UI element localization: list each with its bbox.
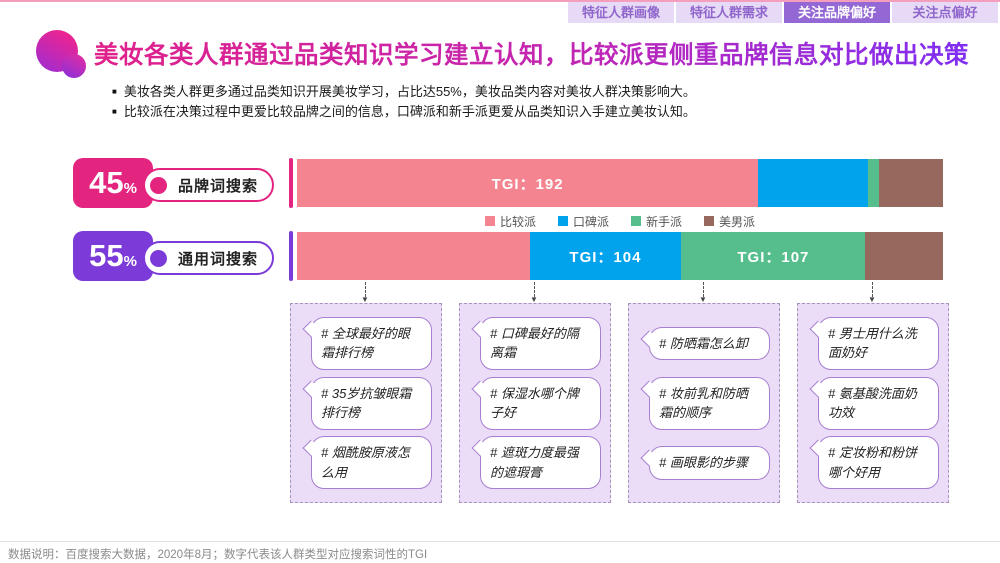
bar-axis: [289, 231, 293, 281]
bar-segment-新手派: TGI：107: [681, 232, 866, 280]
tab-2-active[interactable]: 关注品牌偏好: [784, 2, 890, 23]
bar-segment-比较派: [297, 232, 530, 280]
summary-bullets: 美妆各类人群更多通过品类知识开展美妆学习，占比达55%，美妆品类内容对美妆人群决…: [112, 82, 696, 122]
row-label: 通用词搜索: [178, 250, 259, 268]
hashtag-box-3: # 男士用什么洗面奶好 # 氨基酸洗面奶功效 # 定妆粉和粉饼哪个好用: [797, 303, 949, 503]
bullet-dot-icon: [147, 246, 170, 270]
hashtag-box-0: # 全球最好的眼霜排行榜 # 35岁抗皱眼霜排行榜 # 烟酰胺原液怎么用: [290, 303, 442, 503]
share-unit: %: [123, 179, 137, 197]
legend: 比较派 口碑派 新手派 美男派: [297, 211, 943, 231]
share-badge: 55 %: [73, 231, 153, 281]
hashtag-bubble: # 烟酰胺原液怎么用: [311, 436, 432, 490]
legend-swatch-icon: [631, 216, 641, 226]
hashtag-box-2: # 防晒霜怎么卸 # 妆前乳和防晒霜的顺序 # 画眼影的步骤: [628, 303, 780, 503]
legend-swatch-icon: [704, 216, 715, 226]
legend-item-口碑派: 口碑派: [557, 213, 609, 230]
hashtag-bubble: # 妆前乳和防晒霜的顺序: [649, 376, 770, 430]
connector-arrow-icon: [361, 282, 369, 304]
hashtag-bubble: # 口碑最好的隔离霜: [480, 316, 601, 370]
bar-segment-口碑派: TGI：104: [529, 232, 682, 280]
top-accent-line: [0, 0, 1000, 2]
connector-arrow-icon: [699, 282, 707, 304]
stacked-bar-brand-words: TGI：192: [297, 159, 943, 207]
legend-label: 美男派: [719, 214, 756, 229]
hashtag-bubble: # 氨基酸洗面奶功效: [818, 376, 939, 430]
legend-item-美男派: 美男派: [704, 213, 755, 230]
bar-segment-美男派: [879, 159, 943, 207]
connector-arrow-icon: [530, 282, 538, 304]
row-label: 品牌词搜索: [178, 177, 259, 195]
hashtag-bubble: # 35岁抗皱眼霜排行榜: [311, 376, 432, 430]
legend-label: 口碑派: [572, 214, 609, 229]
bullet-dot-icon: [147, 173, 170, 197]
hashtag-bubble: # 保湿水哪个牌子好: [480, 376, 601, 430]
share-value: 45: [89, 165, 124, 200]
hashtag-bubble: # 全球最好的眼霜排行榜: [311, 316, 432, 370]
bar-segment-比较派: TGI：192: [297, 159, 759, 207]
legend-label: 比较派: [499, 214, 536, 229]
bar-segment-美男派: [865, 232, 943, 280]
bullet-item: 比较派在决策过程中更爱比较品牌之间的信息，口碑派和新手派更爱从品类知识入手建立美…: [112, 102, 696, 122]
tab-1[interactable]: 特征人群需求: [676, 2, 782, 23]
hashtag-bubble: # 防晒霜怎么卸: [649, 326, 770, 360]
data-source-note: 数据说明：百度搜索大数据，2020年8月；数字代表该人群类型对应搜索词性的TGI: [8, 549, 428, 561]
hashtag-bubble: # 画眼影的步骤: [649, 446, 770, 480]
bullet-item: 美妆各类人群更多通过品类知识开展美妆学习，占比达55%，美妆品类内容对美妆人群决…: [112, 82, 696, 102]
bar-axis: [289, 158, 293, 208]
bar-segment-口碑派: [758, 159, 869, 207]
legend-label: 新手派: [646, 214, 683, 229]
brand-logo-icon: [36, 28, 96, 88]
legend-item-新手派: 新手派: [631, 213, 682, 230]
hashtag-bubble: # 男士用什么洗面奶好: [818, 316, 939, 370]
legend-swatch-icon: [484, 216, 495, 226]
hashtag-box-1: # 口碑最好的隔离霜 # 保湿水哪个牌子好 # 遮斑力度最强的遮瑕膏: [459, 303, 611, 503]
legend-swatch-icon: [557, 216, 568, 226]
share-value: 55: [89, 238, 124, 273]
connector-arrow-icon: [868, 282, 876, 304]
logo-circle-small: [62, 54, 86, 78]
tab-0[interactable]: 特征人群画像: [568, 2, 674, 23]
tab-3[interactable]: 关注点偏好: [892, 2, 998, 23]
page-title: 美妆各类人群通过品类知识学习建立认知，比较派更侧重品牌信息对比做出决策: [94, 36, 994, 71]
row-label-pill: 品牌词搜索: [143, 168, 275, 202]
row-label-pill: 通用词搜索: [143, 241, 275, 275]
share-badge: 45 %: [73, 158, 153, 208]
tab-bar: 特征人群画像特征人群需求关注品牌偏好关注点偏好: [568, 2, 998, 23]
footer-divider: [0, 541, 1000, 542]
bar-segment-新手派: [868, 159, 880, 207]
hashtag-bubble: # 遮斑力度最强的遮瑕膏: [480, 436, 601, 490]
legend-item-比较派: 比较派: [484, 213, 536, 230]
hashtag-bubble: # 定妆粉和粉饼哪个好用: [818, 436, 939, 490]
share-unit: %: [123, 252, 137, 270]
